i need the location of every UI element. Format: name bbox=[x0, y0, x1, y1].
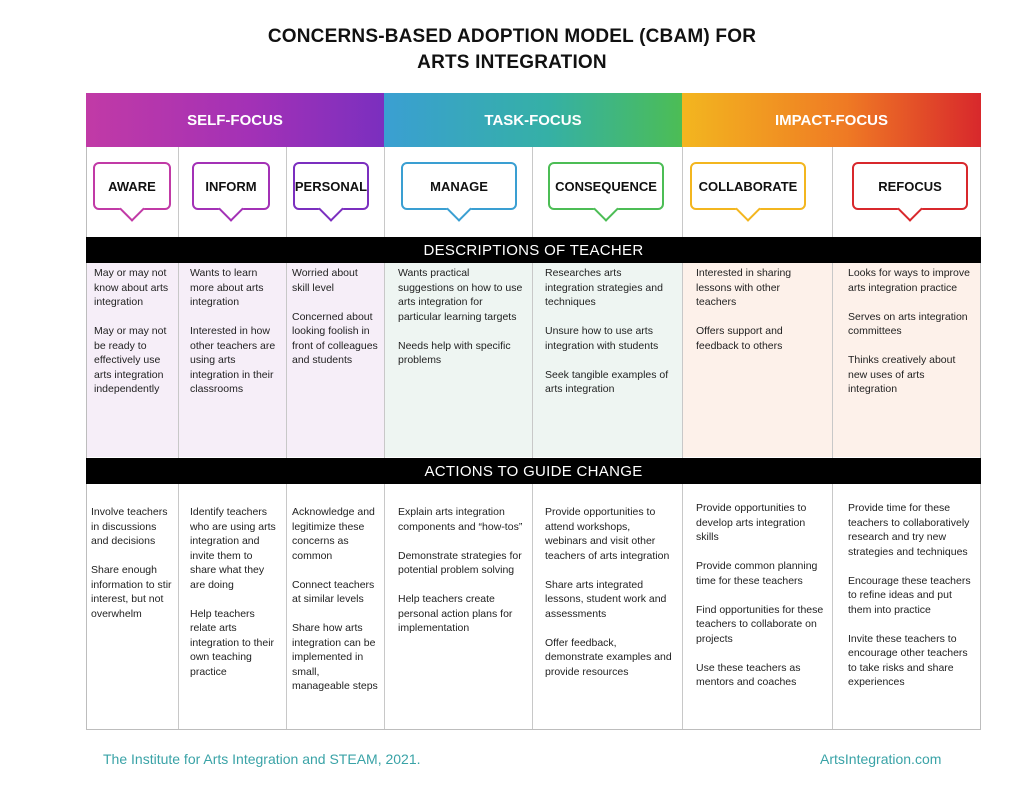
stage-aware-label: AWARE bbox=[108, 178, 156, 194]
stage-consequence-bubble: CONSEQUENCE bbox=[548, 162, 664, 222]
column-divider bbox=[178, 147, 179, 729]
stage-consequence-label: CONSEQUENCE bbox=[555, 178, 657, 194]
action-collaborate: Provide opportunities to develop arts in… bbox=[696, 501, 824, 704]
descriptions-band: DESCRIPTIONS OF TEACHER bbox=[86, 237, 981, 263]
action-aware: Involve teachers in discussions and deci… bbox=[91, 505, 173, 636]
action-refocus-1: Provide time for these teachers to colla… bbox=[848, 502, 970, 558]
footer-credit: The Institute for Arts Integration and S… bbox=[103, 751, 421, 767]
desc-consequence: Researches arts integration strategies a… bbox=[545, 266, 673, 411]
action-collaborate-4: Use these teachers as mentors and coache… bbox=[696, 661, 801, 689]
desc-manage: Wants practical suggestions on how to us… bbox=[398, 266, 524, 382]
action-refocus-3: Invite these teachers to encourage other… bbox=[848, 632, 968, 689]
desc-manage-1: Wants practical suggestions on how to us… bbox=[398, 267, 523, 323]
action-collaborate-3: Find opportunities for these teachers to… bbox=[696, 603, 824, 645]
action-manage-1: Explain arts integration components and … bbox=[398, 506, 523, 533]
footer-website: ArtsIntegration.com bbox=[820, 751, 942, 767]
desc-personal-1: Worried about skill level bbox=[292, 267, 358, 294]
desc-refocus-1: Looks for ways to improve arts integrati… bbox=[848, 267, 970, 294]
column-divider bbox=[682, 147, 683, 729]
action-consequence-1: Provide opportunities to attend workshop… bbox=[545, 506, 670, 562]
action-personal-1: Acknowledge and legitimize these concern… bbox=[292, 506, 375, 562]
desc-inform-2: Interested in how other teachers are usi… bbox=[190, 325, 276, 395]
actions-band: ACTIONS TO GUIDE CHANGE bbox=[86, 458, 981, 484]
action-refocus-2: Encourage these teachers to refine ideas… bbox=[848, 574, 971, 616]
action-refocus: Provide time for these teachers to colla… bbox=[848, 501, 976, 704]
desc-inform-1: Wants to learn more about arts integrati… bbox=[190, 267, 264, 308]
impact-focus-header: IMPACT-FOCUS bbox=[682, 93, 981, 147]
self-desc-bg bbox=[87, 263, 384, 457]
column-divider bbox=[832, 147, 833, 729]
desc-aware-1: May or may not know about arts integrati… bbox=[94, 267, 169, 308]
desc-collaborate-2: Offers support and feedback to others bbox=[696, 325, 783, 352]
desc-aware: May or may not know about arts integrati… bbox=[94, 266, 174, 411]
column-divider bbox=[532, 147, 533, 729]
stage-manage-label: MANAGE bbox=[430, 178, 488, 194]
stage-manage-bubble: MANAGE bbox=[401, 162, 517, 222]
stage-inform-label: INFORM bbox=[205, 178, 257, 194]
action-aware-1: Involve teachers in discussions and deci… bbox=[91, 506, 168, 547]
action-manage-3: Help teachers create personal action pla… bbox=[398, 593, 513, 634]
stage-collaborate-bubble: COLLABORATE bbox=[690, 162, 806, 222]
desc-refocus: Looks for ways to improve arts integrati… bbox=[848, 266, 974, 411]
page-title: CONCERNS-BASED ADOPTION MODEL (CBAM) FOR… bbox=[0, 24, 1024, 76]
stage-personal-bubble: PERSONAL bbox=[293, 162, 369, 222]
action-manage-2: Demonstrate strategies for potential pro… bbox=[398, 549, 522, 577]
action-consequence: Provide opportunities to attend workshop… bbox=[545, 505, 673, 694]
action-personal-3: Share how arts integration can be implem… bbox=[292, 622, 378, 692]
stage-refocus-bubble: REFOCUS bbox=[852, 162, 968, 222]
action-personal: Acknowledge and legitimize these concern… bbox=[292, 505, 380, 708]
action-collaborate-1: Provide opportunities to develop arts in… bbox=[696, 502, 807, 543]
action-inform-1: Identify teachers who are using arts int… bbox=[190, 506, 276, 591]
stage-inform-bubble: INFORM bbox=[192, 162, 270, 222]
action-consequence-2: Share arts integrated lessons, student w… bbox=[545, 578, 667, 620]
action-inform: Identify teachers who are using arts int… bbox=[190, 505, 276, 694]
impact-desc-bg bbox=[682, 263, 980, 457]
stage-refocus-label: REFOCUS bbox=[878, 178, 942, 194]
desc-inform: Wants to learn more about arts integrati… bbox=[190, 266, 278, 411]
action-consequence-3: Offer feedback, demonstrate examples and… bbox=[545, 636, 672, 678]
desc-refocus-3: Thinks creatively about new uses of arts… bbox=[848, 354, 956, 395]
task-focus-header: TASK-FOCUS bbox=[384, 93, 682, 147]
desc-consequence-2: Unsure how to use arts integration with … bbox=[545, 325, 659, 352]
desc-consequence-3: Seek tangible examples of arts integrati… bbox=[545, 368, 669, 396]
desc-aware-2: May or may not be ready to effectively u… bbox=[94, 325, 167, 395]
stage-collaborate-label: COLLABORATE bbox=[698, 178, 798, 194]
self-focus-header: SELF-FOCUS bbox=[86, 93, 384, 147]
desc-refocus-2: Serves on arts integration committees bbox=[848, 310, 968, 338]
column-divider bbox=[384, 147, 385, 729]
column-divider bbox=[286, 147, 287, 729]
action-collaborate-2: Provide common planning time for these t… bbox=[696, 560, 818, 587]
action-manage: Explain arts integration components and … bbox=[398, 505, 526, 650]
desc-manage-2: Needs help with specific problems bbox=[398, 339, 511, 367]
desc-personal: Worried about skill level Concerned abou… bbox=[292, 266, 378, 382]
desc-collaborate: Interested in sharing lessons with other… bbox=[696, 266, 802, 368]
stage-personal-label: PERSONAL bbox=[294, 178, 368, 194]
action-personal-2: Connect teachers at similar levels bbox=[292, 578, 375, 606]
action-inform-2: Help teachers relate arts integration to… bbox=[190, 607, 275, 678]
action-aware-2: Share enough information to stir interes… bbox=[91, 564, 172, 620]
desc-collaborate-1: Interested in sharing lessons with other… bbox=[696, 267, 792, 308]
desc-personal-2: Concerned about looking foolish in front… bbox=[292, 310, 378, 367]
title-line-1: CONCERNS-BASED ADOPTION MODEL (CBAM) FOR bbox=[267, 26, 757, 47]
task-desc-bg bbox=[384, 263, 682, 457]
title-line-2: ARTS INTEGRATION bbox=[417, 52, 607, 73]
desc-consequence-1: Researches arts integration strategies a… bbox=[545, 267, 663, 308]
stage-aware-bubble: AWARE bbox=[93, 162, 171, 222]
